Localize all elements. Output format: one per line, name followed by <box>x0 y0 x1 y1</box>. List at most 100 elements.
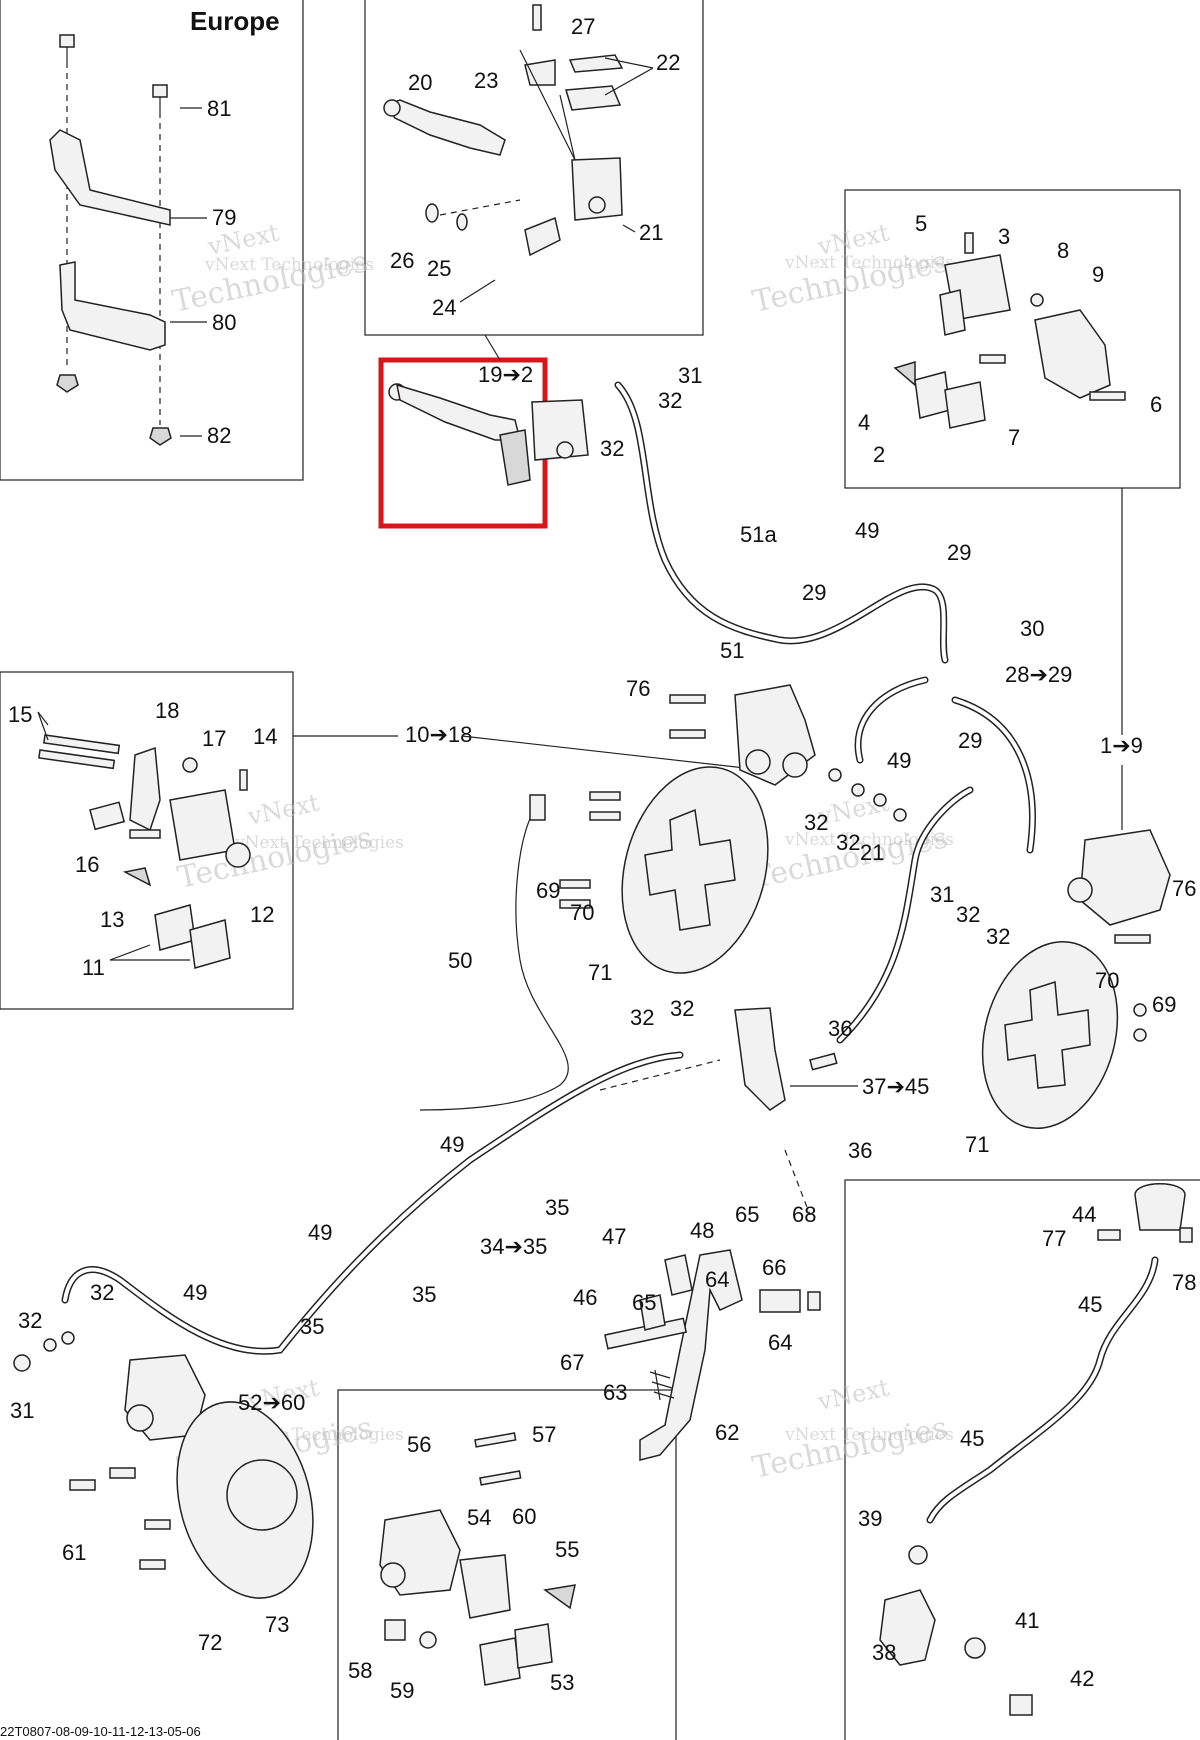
callout-5: 5 <box>915 211 927 236</box>
watermark-line-16: vNext <box>814 1373 892 1416</box>
callout-72: 72 <box>198 1630 222 1655</box>
callout-45-a: 45 <box>1078 1292 1102 1317</box>
clip-4 <box>893 360 916 387</box>
callout-80: 80 <box>212 310 236 335</box>
callout-58: 58 <box>348 1658 372 1683</box>
rear-master-cylinder-parts: 44 77 78 45 45 39 38 41 42 <box>858 1183 1196 1716</box>
master-cylinder-21 <box>571 157 623 221</box>
callout-32-top: 32 <box>658 388 682 413</box>
clip-13 <box>122 867 152 887</box>
callout-16: 16 <box>75 852 99 877</box>
callout-37-45: 37➔45 <box>862 1074 929 1099</box>
callout-54: 54 <box>467 1505 491 1530</box>
callout-34-35: 34➔35 <box>480 1234 547 1259</box>
callout-9: 9 <box>1092 262 1104 287</box>
callout-65-a: 65 <box>735 1202 759 1227</box>
callout-56: 56 <box>407 1432 431 1457</box>
callout-76-right: 76 <box>1172 876 1196 901</box>
pad-53b <box>514 1623 553 1669</box>
master-cylinder-parts: 27 22 20 23 21 26 25 24 <box>383 4 680 320</box>
callout-51a: 51a <box>740 522 777 547</box>
pad-53a <box>479 1637 521 1686</box>
boot-59 <box>419 1631 437 1649</box>
callout-32-j: 32 <box>90 1280 114 1305</box>
callout-70-left: 70 <box>570 900 594 925</box>
callout-2: 2 <box>873 442 885 467</box>
callout-19-2: 19➔2 <box>478 362 533 387</box>
bolt-81 <box>152 84 168 98</box>
bracket-18 <box>129 746 161 832</box>
bracket-79 <box>49 129 171 226</box>
brake-lever-20 <box>383 99 506 156</box>
callout-52-60: 52➔60 <box>238 1390 305 1415</box>
callout-27: 27 <box>571 14 595 39</box>
callout-42: 42 <box>1070 1666 1094 1691</box>
master-cylinder-body <box>531 399 589 461</box>
callout-36-a: 36 <box>828 1016 852 1041</box>
callout-17: 17 <box>202 726 226 751</box>
front-left-caliper-parts: 15 18 17 14 16 12 13 11 <box>8 698 277 980</box>
callout-36-b: 36 <box>848 1138 872 1163</box>
callout-71-left: 71 <box>588 960 612 985</box>
master-cylinder-panel-frame <box>364 0 704 336</box>
watermark-line-8: vNext Technologies <box>234 833 404 853</box>
bracket-60 <box>459 1554 511 1619</box>
callout-29-b: 29 <box>802 580 826 605</box>
clamp-24 <box>524 216 561 257</box>
callout-32-f: 32 <box>986 924 1010 949</box>
callout-49-e: 49 <box>183 1280 207 1305</box>
front-right-caliper-parts: 5 3 8 9 4 2 7 6 <box>858 211 1162 467</box>
callout-38: 38 <box>872 1640 896 1665</box>
bracket-9 <box>1034 309 1111 399</box>
callout-48: 48 <box>690 1218 714 1243</box>
boot-42 <box>1009 1694 1033 1716</box>
callout-23: 23 <box>474 68 498 93</box>
brake-disc-71-right: 70 69 71 <box>965 940 1176 1157</box>
rear-caliper-panel-parts: 56 57 54 60 55 58 59 53 <box>348 1422 579 1703</box>
lever-assembly-19: 19➔2 <box>388 362 589 486</box>
callout-78: 78 <box>1172 1270 1196 1295</box>
callout-55: 55 <box>555 1537 579 1562</box>
nut <box>56 374 79 393</box>
callout-8: 8 <box>1057 238 1069 263</box>
callout-49-mid: 49 <box>887 748 911 773</box>
rear-brake-hose: 49 35 49 34➔35 35 <box>61 1051 684 1355</box>
callout-49-top: 49 <box>855 518 879 543</box>
callout-4: 4 <box>858 410 870 435</box>
callout-20: 20 <box>408 70 432 95</box>
rear-caliper-assembly: 32 32 31 49 35 52➔60 61 73 72 <box>10 1280 324 1655</box>
callout-29-a: 29 <box>947 540 971 565</box>
callout-70-right: 70 <box>1095 968 1119 993</box>
front-line-callouts: 31 32 32 51a 49 29 29 51 30 28➔29 76 10➔… <box>405 363 1143 949</box>
callout-59: 59 <box>390 1678 414 1703</box>
callout-44: 44 <box>1072 1202 1096 1227</box>
caliper-12 <box>169 789 236 861</box>
bolt-head <box>59 34 75 48</box>
reservoir-44 <box>1134 1183 1186 1231</box>
callout-32-d: 32 <box>836 830 860 855</box>
callout-31-c: 31 <box>10 1398 34 1423</box>
callout-21: 21 <box>639 220 663 245</box>
callout-18: 18 <box>155 698 179 723</box>
nut-17 <box>182 757 198 773</box>
callout-73: 73 <box>265 1612 289 1637</box>
callout-28-29: 28➔29 <box>1005 662 1072 687</box>
callout-30: 30 <box>1020 616 1044 641</box>
caliper-right <box>1079 829 1171 926</box>
bushing-66 <box>759 1289 801 1313</box>
callout-6: 6 <box>1150 392 1162 417</box>
front-brake-lines <box>614 381 1036 1044</box>
callout-25: 25 <box>427 256 451 281</box>
callout-32-g: 32 <box>630 1005 654 1030</box>
callout-77: 77 <box>1042 1226 1066 1251</box>
proportioning-valve: 32 32 36 37➔45 36 <box>599 996 929 1216</box>
callout-32-left: 32 <box>600 436 624 461</box>
callout-64-a: 64 <box>705 1267 729 1292</box>
callout-32-e: 32 <box>956 902 980 927</box>
watermark-line-2: vNext Technologies <box>204 255 374 275</box>
callout-50: 50 <box>448 948 472 973</box>
callout-49-c: 49 <box>440 1132 464 1157</box>
callout-3: 3 <box>998 224 1010 249</box>
callout-46: 46 <box>573 1285 597 1310</box>
pedal-62 <box>639 1249 743 1461</box>
